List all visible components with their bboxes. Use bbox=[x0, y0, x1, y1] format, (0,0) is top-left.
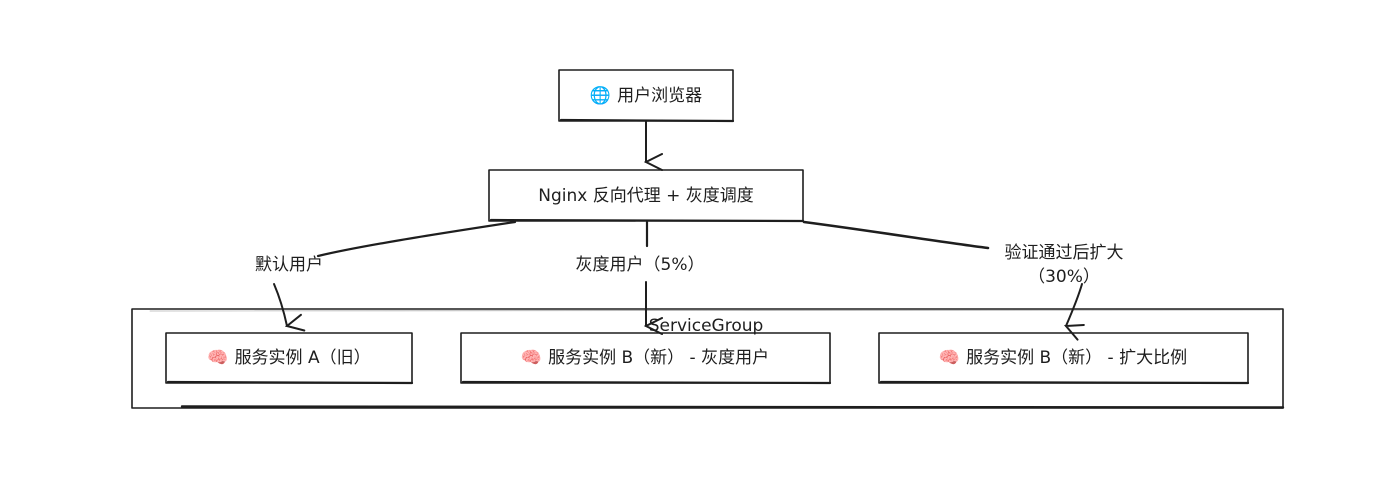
node-browser-label: 用户浏览器 bbox=[617, 86, 702, 106]
edge-gray-users: 灰度用户（5%） bbox=[576, 220, 705, 326]
svg-text:🧠服务实例 B（新） - 扩大比例: 🧠 服务实例 B（新） - 扩大比例 bbox=[939, 348, 1187, 368]
service-group: ServiceGroup bbox=[131, 308, 1285, 409]
node-browser: 🌐 用户浏览器 bbox=[558, 69, 735, 123]
node-instance-b-expand: 🧠 服务实例 B（新） - 扩大比例 bbox=[878, 332, 1250, 385]
svg-text:🌐用户浏览器: 🌐 用户浏览器 bbox=[590, 85, 702, 106]
node-instance-a: 🧠 服务实例 A（旧） bbox=[165, 332, 414, 385]
service-group-label: ServiceGroup bbox=[649, 316, 764, 336]
node-nginx: Nginx 反向代理 + 灰度调度 bbox=[488, 169, 805, 223]
globe-icon: 🌐 bbox=[590, 85, 611, 106]
node-instance-b-gray: 🧠 服务实例 B（新） - 灰度用户 bbox=[460, 332, 832, 385]
node-instance-b-expand-label: 服务实例 B（新） - 扩大比例 bbox=[966, 348, 1187, 368]
edge-default-users: 默认用户 bbox=[255, 220, 517, 326]
brain-icon: 🧠 bbox=[939, 348, 960, 368]
svg-text:🧠服务实例 B（新） - 灰度用户: 🧠 服务实例 B（新） - 灰度用户 bbox=[521, 348, 769, 368]
edge-label-expand-line1: 验证通过后扩大 bbox=[1005, 243, 1124, 263]
node-nginx-label: Nginx 反向代理 + 灰度调度 bbox=[538, 186, 754, 206]
edge-label-default-users: 默认用户 bbox=[255, 255, 323, 275]
node-instance-b-gray-label: 服务实例 B（新） - 灰度用户 bbox=[548, 348, 769, 368]
edge-expand: 验证通过后扩大 （30%） bbox=[802, 220, 1124, 326]
svg-text:🧠服务实例 A（旧）: 🧠 服务实例 A（旧） bbox=[207, 348, 370, 368]
edge-label-expand-line2: （30%） bbox=[1028, 267, 1100, 287]
brain-icon: 🧠 bbox=[207, 348, 228, 368]
edge-label-gray-users: 灰度用户（5%） bbox=[576, 255, 705, 275]
brain-icon: 🧠 bbox=[521, 348, 542, 368]
node-instance-a-label: 服务实例 A（旧） bbox=[235, 348, 371, 368]
